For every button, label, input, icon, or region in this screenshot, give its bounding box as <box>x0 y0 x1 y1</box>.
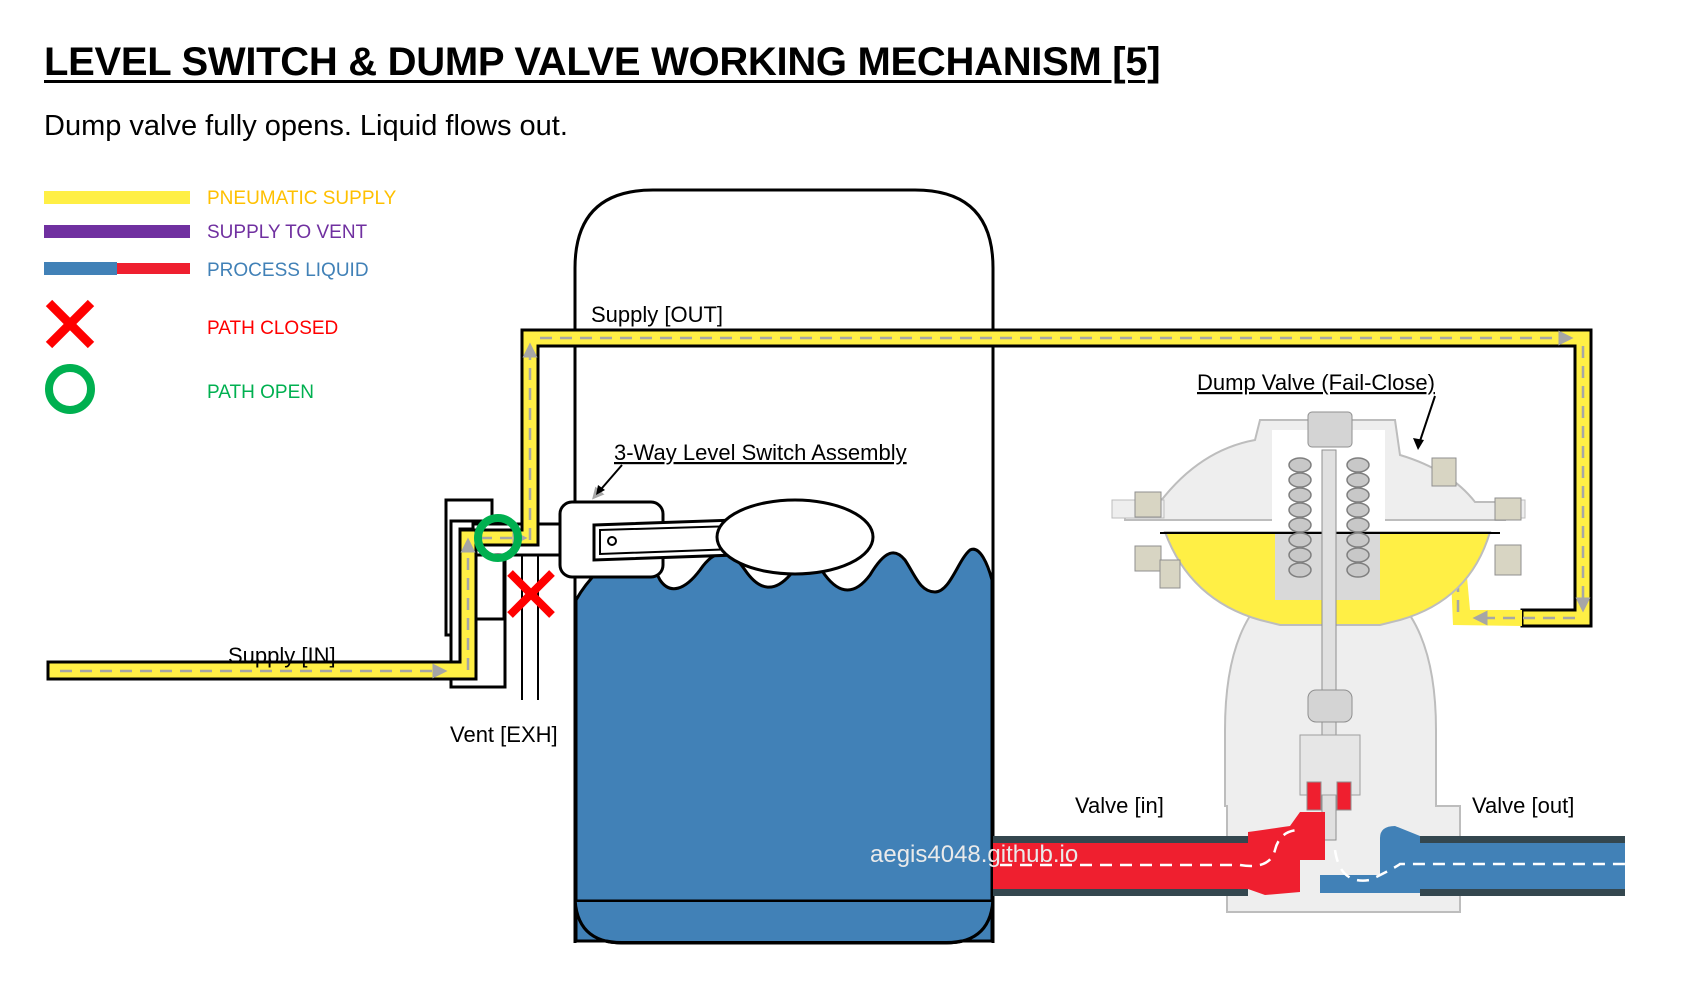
process-piping <box>993 812 1625 896</box>
legend-swatch-liquid-red <box>117 263 190 274</box>
legend-label-closed: PATH CLOSED <box>207 318 338 339</box>
vessel-bottom-fill <box>576 895 992 941</box>
circle-icon <box>45 364 95 414</box>
legend-item-pneumatic-supply: PNEUMATIC SUPPLY <box>44 188 397 209</box>
legend-swatch-pneumatic <box>44 191 190 204</box>
legend-swatch-liquid-blue <box>44 262 117 275</box>
valve-inlet-chamber <box>1248 812 1325 895</box>
vent-label: Vent [EXH] <box>450 722 558 747</box>
supply-in-label: Supply [IN] <box>228 643 336 668</box>
legend-label-open: PATH OPEN <box>207 382 314 403</box>
page-subtitle: Dump valve fully opens. Liquid flows out… <box>44 110 568 142</box>
legend-label-pneumatic: PNEUMATIC SUPPLY <box>207 188 397 209</box>
watermark: aegis4048.github.io <box>870 841 1078 868</box>
pivot-pin <box>607 536 617 546</box>
legend: PNEUMATIC SUPPLY SUPPLY TO VENT PROCESS … <box>44 188 397 414</box>
valve-outlet-chamber <box>1320 826 1420 893</box>
valve-outlet-pipe <box>1420 843 1625 889</box>
legend-item-process-liquid: PROCESS LIQUID <box>44 260 369 281</box>
level-switch-label: 3-Way Level Switch Assembly <box>614 440 907 465</box>
adjusting-screw <box>1307 411 1353 448</box>
spring <box>1288 457 1370 578</box>
valve-out-label: Valve [out] <box>1472 793 1574 818</box>
dump-valve-supply-port <box>1450 555 1522 626</box>
page-title: LEVEL SWITCH & DUMP VALVE WORKING MECHAN… <box>44 40 1161 84</box>
legend-item-path-closed: PATH CLOSED <box>45 299 338 349</box>
path-closed-icon <box>507 570 555 618</box>
float-assembly <box>558 498 875 579</box>
process-liquid <box>574 546 994 943</box>
valve-in-label: Valve [in] <box>1075 793 1164 818</box>
legend-item-path-open: PATH OPEN <box>45 364 314 414</box>
dump-valve-leader <box>1417 395 1436 448</box>
dump-valve-label: Dump Valve (Fail-Close) <box>1197 370 1435 395</box>
float-ball <box>715 498 875 576</box>
legend-label-vent: SUPPLY TO VENT <box>207 222 368 243</box>
legend-item-supply-to-vent: SUPPLY TO VENT <box>44 222 368 243</box>
x-mark-icon <box>45 299 95 349</box>
path-open-icon <box>474 514 522 562</box>
supply-out-label: Supply [OUT] <box>591 302 723 327</box>
legend-swatch-vent <box>44 225 190 238</box>
legend-label-liquid: PROCESS LIQUID <box>207 260 369 281</box>
